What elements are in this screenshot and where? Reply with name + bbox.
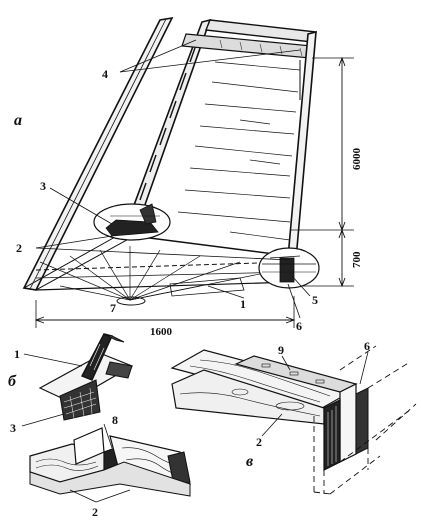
panel-a	[22, 16, 354, 328]
callout-v-6: 6	[364, 339, 370, 353]
panel-label-b: б	[8, 373, 17, 390]
panel-label-a: а	[14, 112, 22, 129]
callout-b-2: 2	[92, 505, 98, 519]
callout-b-8: 8	[112, 413, 118, 427]
callout-5: 5	[312, 293, 318, 307]
panel-v	[170, 345, 417, 495]
panel-label-v: в	[246, 453, 253, 470]
callout-1: 1	[240, 297, 246, 311]
callout-6: 6	[296, 319, 302, 333]
callout-v-2: 2	[256, 435, 262, 449]
callout-3: 3	[40, 179, 46, 193]
callout-7: 7	[110, 301, 116, 315]
callout-4: 4	[102, 67, 108, 81]
callout-b-3: 3	[10, 421, 16, 435]
callout-2: 2	[16, 241, 22, 255]
dimension-height-total: 6000	[351, 148, 363, 171]
dimension-width: 1600	[150, 326, 173, 338]
dimension-height-lower: 700	[351, 251, 363, 268]
callout-b-1: 1	[14, 347, 20, 361]
panel-b	[21, 333, 191, 503]
callout-v-9: 9	[278, 343, 284, 357]
